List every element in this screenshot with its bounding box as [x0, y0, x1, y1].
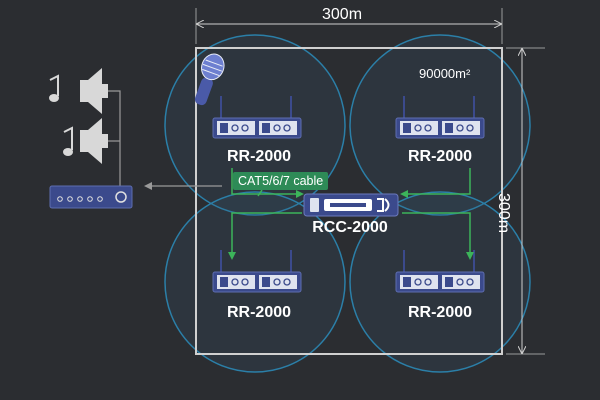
receiver-label-bottom-right: RR-2000 [407, 304, 473, 321]
width-label: 300m [322, 6, 363, 23]
coverage-area-square [195, 47, 503, 355]
speaker-icon [80, 118, 108, 164]
controller-icon [303, 193, 399, 217]
cable-label: CAT5/6/7 cable [233, 172, 329, 190]
microphone-icon [194, 53, 225, 106]
receiver-label-bottom-left: RR-2000 [226, 304, 292, 321]
music-note-icon [49, 74, 59, 102]
speaker-icon [80, 68, 108, 114]
receiver-label-top-right: RR-2000 [407, 148, 473, 165]
cable-bottom-left [228, 212, 302, 260]
cable-bottom-right [402, 212, 474, 260]
height-label: 300m [495, 193, 512, 234]
cable-top-right [400, 168, 471, 198]
controller-label: RCC-2000 [312, 219, 388, 236]
receiver-label-top-left: RR-2000 [226, 148, 292, 165]
cable-top-left [231, 168, 304, 198]
amplifier-icon [49, 185, 133, 209]
area-label: 90000m² [419, 66, 471, 81]
music-note-icon [63, 126, 73, 156]
